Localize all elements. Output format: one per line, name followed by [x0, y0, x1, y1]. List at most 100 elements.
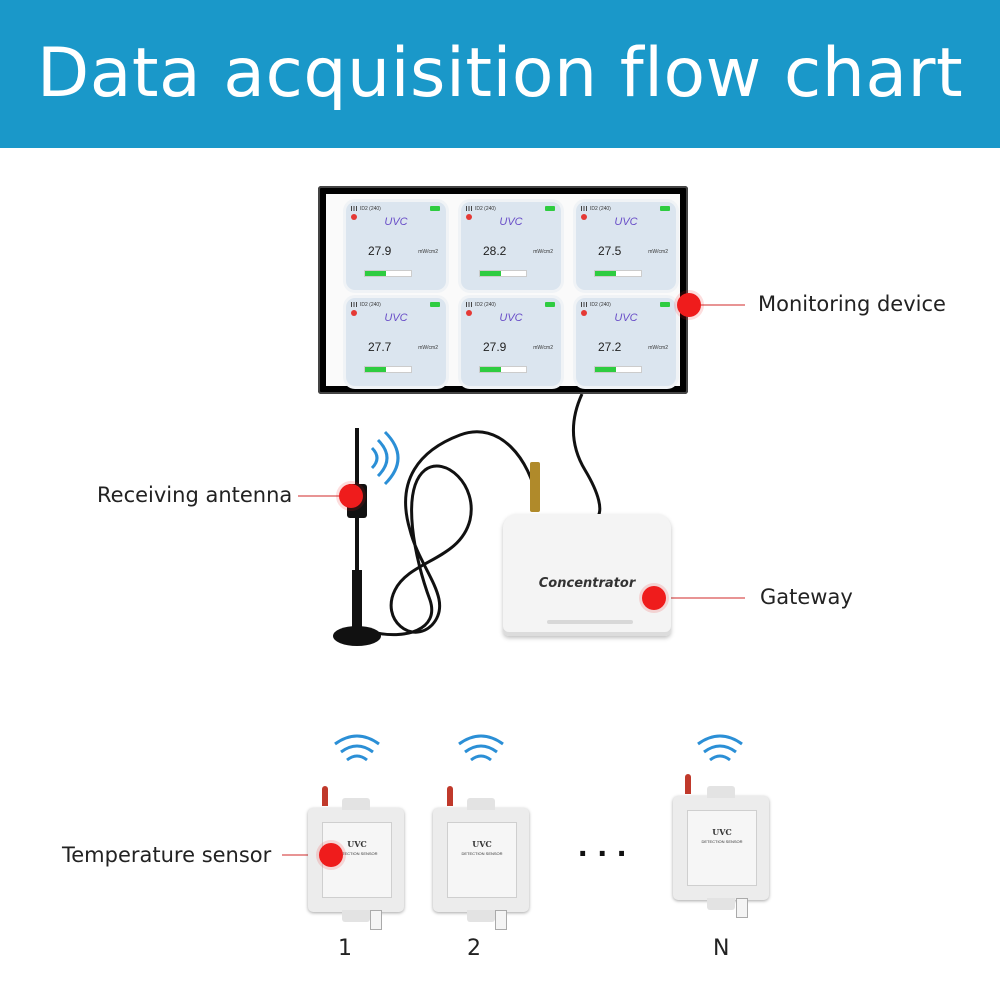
battery-icon — [660, 206, 670, 211]
tile-unit: mW/cm2 — [648, 249, 668, 255]
tile-level-fill — [595, 367, 616, 372]
monitor-tile: ID2 (240)UVC 27.7 mW/cm2 — [346, 298, 446, 386]
monitoring-label: Monitoring device — [758, 292, 946, 316]
sensor-marker — [319, 843, 343, 867]
tile-level-bar — [479, 270, 527, 277]
status-dot-icon — [351, 310, 357, 316]
sensor-probe — [370, 910, 382, 930]
tile-id: ID2 (240) — [590, 206, 611, 212]
monitor-tile: ID2 (240)UVC 27.5 mW/cm2 — [576, 202, 676, 290]
tile-label: UVC — [384, 216, 408, 228]
antenna-marker — [339, 484, 363, 508]
monitoring-marker — [677, 293, 701, 317]
sensor-wave-icons — [334, 734, 743, 762]
page-title: Data acquisition flow chart — [36, 34, 964, 113]
tile-id: ID2 (240) — [360, 302, 381, 308]
sensor-number: 1 — [338, 936, 352, 961]
sensor-number: N — [713, 936, 730, 961]
sensor-type-label: Temperature sensor — [62, 843, 272, 867]
tile-value: 27.7 — [368, 340, 392, 354]
gateway-brand: Concentrator — [538, 576, 636, 591]
battery-icon — [430, 302, 440, 307]
sensor-probe — [495, 910, 507, 930]
signal-icon — [466, 302, 472, 307]
sensor-sublabel: DETECTION SENSOR — [701, 839, 743, 844]
signal-icon — [581, 302, 587, 307]
gateway-led-strip — [547, 620, 633, 624]
antenna-base — [333, 626, 381, 646]
battery-icon — [430, 206, 440, 211]
tile-level-fill — [480, 367, 501, 372]
monitor-tile: ID2 (240)UVC 28.2 mW/cm2 — [461, 202, 561, 290]
tile-id: ID2 (240) — [475, 206, 496, 212]
tile-unit: mW/cm2 — [533, 249, 553, 255]
tile-unit: mW/cm2 — [418, 345, 438, 351]
gateway-marker — [642, 586, 666, 610]
tile-label: UVC — [499, 312, 523, 324]
tile-unit: mW/cm2 — [648, 345, 668, 351]
gateway-antenna-connector — [530, 462, 540, 512]
gateway-label: Gateway — [760, 585, 853, 609]
sensor-sublabel: DETECTION SENSOR — [461, 851, 503, 856]
signal-icon — [466, 206, 472, 211]
tile-value: 27.2 — [598, 340, 622, 354]
gateway-device: Concentrator — [503, 514, 671, 636]
battery-icon — [545, 206, 555, 211]
sensor-n: UVC DETECTION SENSOR — [673, 786, 769, 910]
tile-label: UVC — [614, 312, 638, 324]
sensor-label: UVC — [712, 827, 732, 837]
title-banner: Data acquisition flow chart — [0, 0, 1000, 148]
sensor-panel: UVC DETECTION SENSOR — [687, 810, 757, 886]
tile-label: UVC — [499, 216, 523, 228]
sensor-number: 2 — [467, 936, 481, 961]
tile-level-bar — [479, 366, 527, 373]
tile-level-bar — [594, 270, 642, 277]
ellipsis: ... — [578, 826, 637, 864]
tile-level-fill — [480, 271, 501, 276]
tile-level-fill — [365, 271, 386, 276]
signal-icon — [581, 206, 587, 211]
monitor-tile: ID2 (240)UVC 27.9 mW/cm2 — [461, 298, 561, 386]
sensor-sublabel: DETECTION SENSOR — [336, 851, 378, 856]
tile-level-fill — [365, 367, 386, 372]
tile-id: ID2 (240) — [360, 206, 381, 212]
tile-label: UVC — [384, 312, 408, 324]
sensor-antenna-icon — [322, 786, 328, 806]
status-dot-icon — [581, 310, 587, 316]
tile-label: UVC — [614, 216, 638, 228]
signal-icon — [351, 206, 357, 211]
tile-level-bar — [594, 366, 642, 373]
tile-id: ID2 (240) — [475, 302, 496, 308]
status-dot-icon — [466, 214, 472, 220]
antenna-stem — [352, 570, 362, 634]
tile-value: 27.9 — [483, 340, 507, 354]
monitor-tile: ID2 (240)UVC 27.2 mW/cm2 — [576, 298, 676, 386]
sensor-label: UVC — [472, 839, 492, 849]
signal-icon — [351, 302, 357, 307]
tile-value: 28.2 — [483, 244, 507, 258]
sensor-probe — [736, 898, 748, 918]
antenna-label: Receiving antenna — [97, 483, 293, 507]
tile-value: 27.5 — [598, 244, 622, 258]
sensor-antenna-icon — [685, 774, 691, 794]
status-dot-icon — [466, 310, 472, 316]
tile-value: 27.9 — [368, 244, 392, 258]
battery-icon — [660, 302, 670, 307]
tile-id: ID2 (240) — [590, 302, 611, 308]
tile-level-bar — [364, 270, 412, 277]
tile-unit: mW/cm2 — [533, 345, 553, 351]
battery-icon — [545, 302, 555, 307]
sensor-2: UVC DETECTION SENSOR — [433, 798, 529, 922]
antenna-wave-icon — [370, 430, 400, 486]
monitor-gateway-cable — [571, 393, 602, 517]
status-dot-icon — [581, 214, 587, 220]
sensor-antenna-icon — [447, 786, 453, 806]
tile-level-bar — [364, 366, 412, 373]
antenna-cable — [371, 430, 539, 637]
status-dot-icon — [351, 214, 357, 220]
sensor-panel: UVC DETECTION SENSOR — [447, 822, 517, 898]
tile-level-fill — [595, 271, 616, 276]
